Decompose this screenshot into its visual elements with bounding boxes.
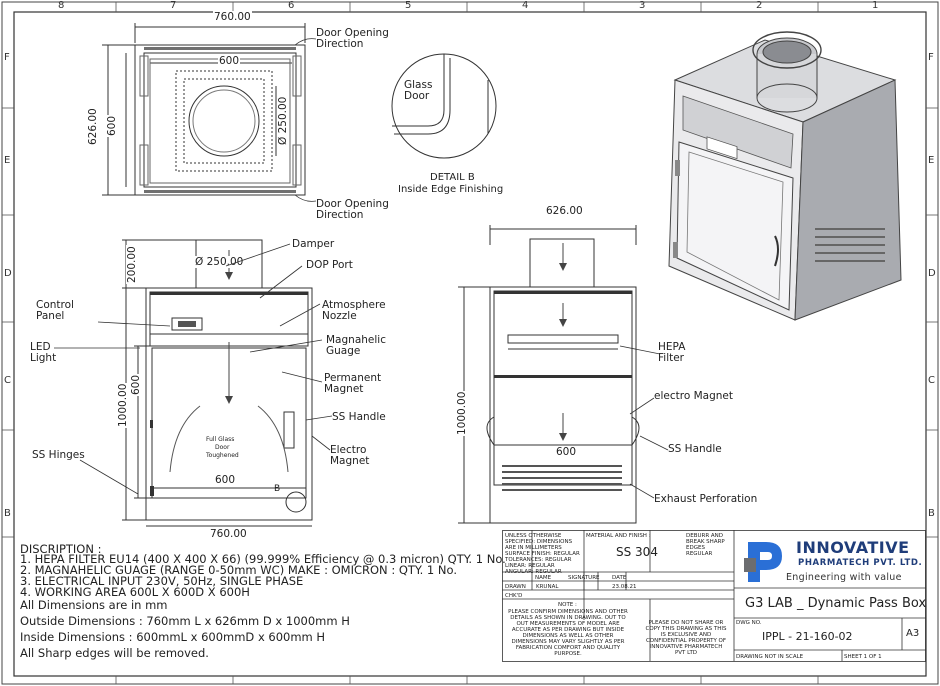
tb-col-date: DATE <box>612 575 627 581</box>
side-width-inner: 600 <box>555 446 578 458</box>
description-item-4: 4. WORKING AREA 600L X 600D X 600H <box>20 585 250 599</box>
callout-exhaust-perforation: Exhaust Perforation <box>654 493 758 505</box>
description-item-2: 2. MAGNAHELIC GUAGE (RANGE 0-50mm WC) MA… <box>20 563 457 577</box>
callout-damper: Damper <box>292 238 335 250</box>
front-view-drawing <box>122 239 313 527</box>
zone-top-6: 6 <box>288 0 295 11</box>
zone-side-c-right: C <box>928 375 935 386</box>
side-view-drawing <box>458 225 640 524</box>
description-item-3: 3. ELECTRICAL INPUT 230V, 50Hz, SINGLE P… <box>20 574 304 588</box>
side-callout-leaders <box>619 345 669 499</box>
tb-drawn-name: KRUNAL <box>536 584 559 590</box>
zone-side-b: B <box>4 508 11 519</box>
detail-b-marker: B <box>274 484 281 494</box>
company-subname: PHARMATECH PVT. LTD. <box>798 558 923 568</box>
callout-led-light: LED Light <box>30 341 57 364</box>
tb-deburr-text: DEBURR AND BREAK SHARP EDGES REGULAR <box>686 533 725 557</box>
door-text-1: Full Glass <box>206 436 235 443</box>
callout-magnahelic: Magnahelic Guage <box>326 334 386 357</box>
tb-dwg-label: DWG NO. <box>736 620 762 626</box>
detail-b-glass-label: Glass Door <box>404 79 433 102</box>
front-callout-leaders <box>54 243 333 495</box>
zone-top-1: 1 <box>872 0 879 11</box>
tb-note-text: PLEASE CONFIRM DIMENSIONS AND OTHER DETA… <box>508 609 628 657</box>
zone-side-e: E <box>4 155 11 166</box>
callout-control-panel: Control Panel <box>36 299 74 322</box>
callout-permanent-magnet: Permanent Magnet <box>324 372 382 395</box>
front-duct-dia: Ø 250.00 <box>194 256 245 268</box>
tb-row-chkd: CHK'D <box>505 593 523 599</box>
callout-electro-magnet: Electro Magnet <box>330 444 370 467</box>
note-inside-dimensions: Inside Dimensions : 600mmL x 600mmD x 60… <box>20 630 326 644</box>
zone-side-d: D <box>4 268 12 279</box>
company-name: INNOVATIVE <box>796 538 910 557</box>
note-sharp-edges: All Sharp edges will be removed. <box>20 646 209 660</box>
sheet-size: A3 <box>906 628 920 639</box>
zone-side-e-right: E <box>928 155 935 166</box>
detail-b-subtitle: Inside Edge Finishing <box>398 184 504 195</box>
tb-sheet-text: SHEET 1 OF 1 <box>844 654 882 660</box>
tb-unless-text: UNLESS OTHERWISE SPECIFIED: DIMENSIONS A… <box>505 533 580 575</box>
note-dimensions-unit: All Dimensions are in mm <box>20 598 168 612</box>
zone-top-3: 3 <box>639 0 646 11</box>
top-duct-dia: Ø 250.00 <box>277 95 289 146</box>
tb-row-drawn: DRAWN <box>505 584 526 590</box>
zone-side-c: C <box>4 375 11 386</box>
zone-top-8: 8 <box>58 0 65 11</box>
callout-side-electro-magnet: electro Magnet <box>654 390 733 402</box>
title-block-grid <box>502 530 926 662</box>
zone-top-4: 4 <box>522 0 529 11</box>
company-tagline: Engineering with value <box>786 572 902 583</box>
zone-side-d-right: D <box>928 268 936 279</box>
zone-side-f: F <box>4 52 10 63</box>
door-text-3: Toughened <box>206 452 239 459</box>
callout-ss-hinges: SS Hinges <box>32 449 85 461</box>
tb-col-name: NAME <box>535 575 552 581</box>
zone-top-2: 2 <box>756 0 763 11</box>
tb-drawn-date: 23.08.21 <box>612 584 637 590</box>
side-height-overall: 1000.00 <box>456 390 468 436</box>
side-depth-overall: 626.00 <box>545 205 584 217</box>
callout-hepa-filter: HEPA Filter <box>658 341 686 364</box>
zone-side-f-right: F <box>928 52 934 63</box>
door-opening-top-label: Door Opening Direction <box>316 27 389 50</box>
callout-dop-port: DOP Port <box>306 259 353 271</box>
tb-share-text: PLEASE DO NOT SHARE OR COPY THIS DRAWING… <box>645 620 727 656</box>
description-item-1: 1. HEPA FILTER EU14 (400 X 400 X 66) (99… <box>20 552 506 566</box>
detail-b-drawing <box>391 53 497 159</box>
top-width-overall: 760.00 <box>213 11 252 23</box>
top-depth-inner: 600 <box>106 114 118 137</box>
isometric-view-drawing <box>668 31 902 321</box>
drawing-number: IPPL - 21-160-02 <box>762 630 853 643</box>
zone-side-b-right: B <box>928 508 935 519</box>
note-outside-dimensions: Outside Dimensions : 760mm L x 626mm D x… <box>20 614 350 628</box>
door-opening-bottom-label: Door Opening Direction <box>316 198 389 221</box>
tb-col-signature: SIGNATURE <box>568 575 600 581</box>
front-width-inner: 600 <box>214 474 237 486</box>
zone-top-5: 5 <box>405 0 412 11</box>
tb-note-label: NOTE : <box>558 602 577 608</box>
door-text-2: Door <box>215 444 230 451</box>
tb-material-value: SS 304 <box>616 545 658 559</box>
callout-side-ss-handle: SS Handle <box>668 443 722 455</box>
company-logo-icon <box>744 542 782 582</box>
detail-b-title: DETAIL B <box>430 172 475 183</box>
description-heading: DISCRIPTION : <box>20 542 102 556</box>
callout-atmosphere-nozzle: Atmosphere Nozzle <box>322 299 386 322</box>
drawing-title: G3 LAB _ Dynamic Pass Box <box>745 596 927 611</box>
callout-ss-handle: SS Handle <box>332 411 386 423</box>
top-depth-overall: 626.00 <box>87 107 99 146</box>
top-width-inner: 600 <box>218 55 241 67</box>
tb-material-label: MATERIAL AND FINISH : <box>586 533 651 539</box>
front-width-overall: 760.00 <box>209 528 248 540</box>
tb-scale-text: DRAWING NOT IN SCALE <box>736 654 804 660</box>
zone-top-7: 7 <box>170 0 177 11</box>
